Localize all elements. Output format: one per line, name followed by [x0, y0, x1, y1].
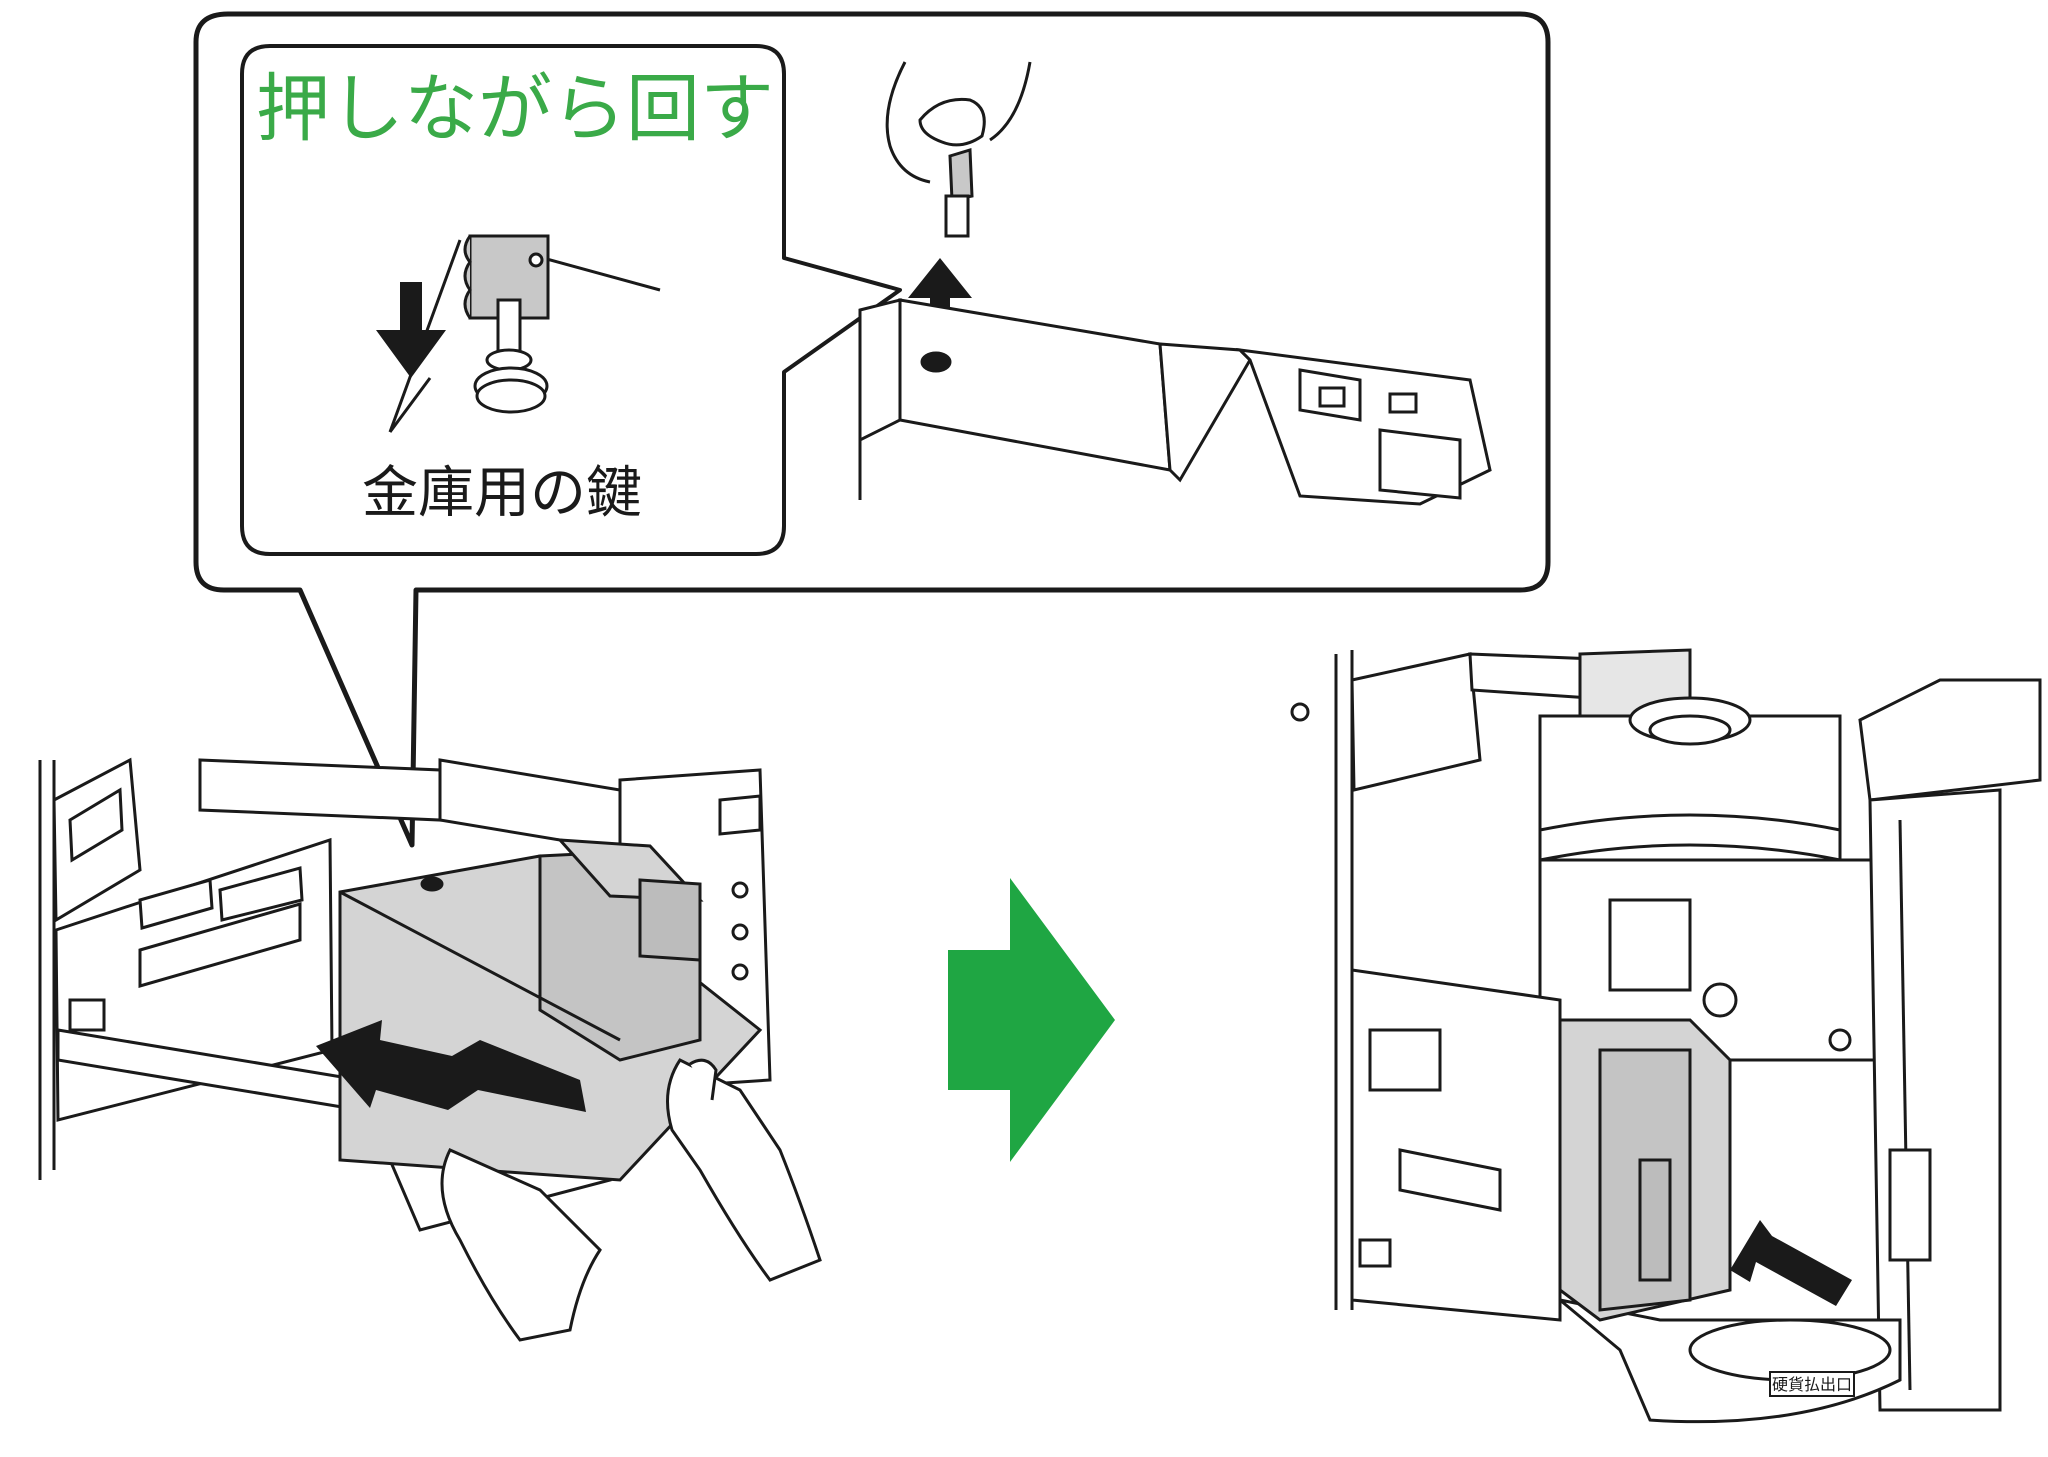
hands-holding-box	[440, 1058, 822, 1342]
instruction-text: 押しながら回す	[256, 66, 774, 152]
coin-box-right	[1558, 1018, 1732, 1322]
cover-plate-closeup	[858, 298, 1492, 506]
key-detail-panel	[240, 44, 902, 556]
insert-arrow-icon	[316, 1020, 586, 1112]
machine-right	[1290, 648, 2042, 1424]
push-in-arrow-icon	[1730, 1220, 1852, 1306]
pull-up-arrow-icon	[908, 258, 972, 346]
hand-removing-key	[885, 61, 1032, 238]
key-label: 金庫用の鍵	[362, 461, 642, 526]
coin-outlet-label: 硬貨払出口	[1772, 1375, 1852, 1394]
key-closeup	[388, 234, 661, 433]
push-down-arrow-icon	[376, 282, 446, 378]
next-step-arrow-icon	[948, 878, 1115, 1162]
